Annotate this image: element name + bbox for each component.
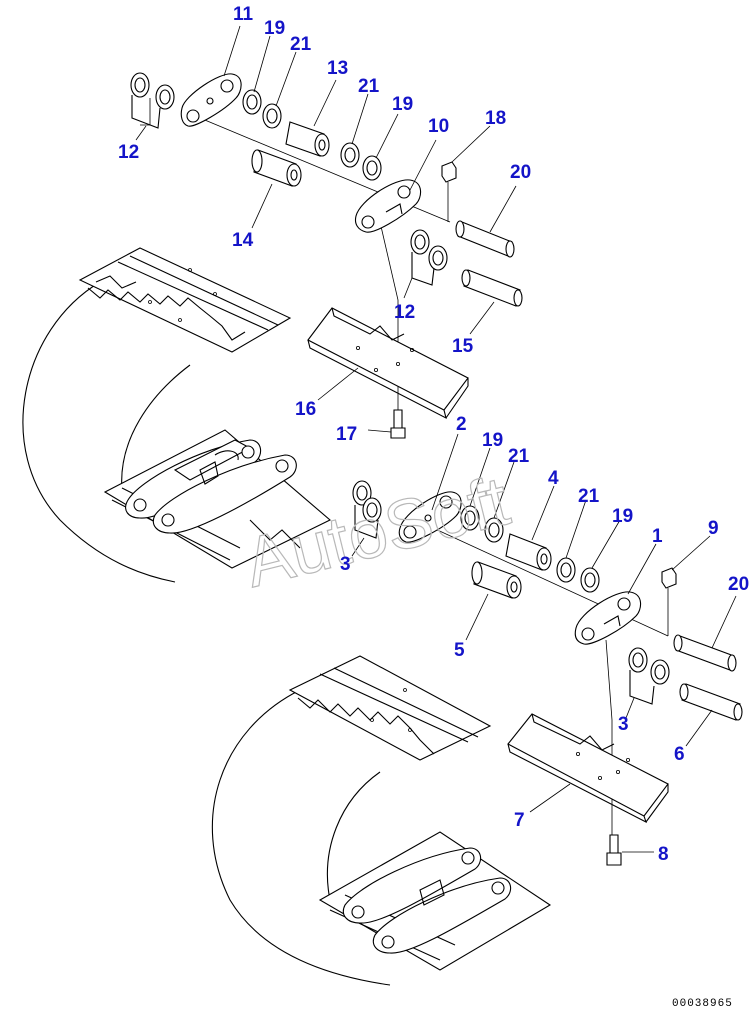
lower-track-assembly	[211, 655, 552, 986]
callout-11: 11	[233, 4, 254, 25]
callout-7: 7	[514, 810, 525, 831]
callout-numbers: 11 19 21 13 21 19 10 18 20 12 14 12 15 1…	[118, 4, 749, 865]
callout-14: 14	[232, 230, 254, 251]
callout-4: 4	[548, 468, 559, 489]
callout-6: 6	[674, 744, 685, 765]
callout-8: 8	[658, 844, 669, 865]
seal-part	[130, 72, 175, 129]
callout-16: 16	[295, 399, 316, 420]
callout-2: 2	[456, 414, 467, 435]
upper-track-assembly	[22, 247, 331, 583]
leader-lines	[135, 25, 737, 853]
callout-20: 20	[510, 162, 531, 183]
callout-12: 12	[394, 302, 415, 323]
callout-10: 10	[428, 116, 449, 137]
callout-19: 19	[264, 18, 285, 39]
callout-13: 13	[327, 58, 348, 79]
callout-19: 19	[392, 94, 413, 115]
callout-3: 3	[340, 554, 351, 575]
link-part	[180, 73, 242, 127]
callout-19: 19	[482, 430, 503, 451]
callout-21: 21	[358, 76, 380, 97]
upper-exploded-parts	[130, 72, 523, 439]
callout-12: 12	[118, 142, 139, 163]
callout-19: 19	[612, 506, 633, 527]
lower-exploded-parts	[352, 480, 743, 866]
link-part	[354, 179, 422, 233]
callout-5: 5	[454, 640, 465, 661]
drawing-number: 00038965	[672, 998, 733, 1010]
callout-20: 20	[728, 574, 749, 595]
callout-18: 18	[485, 108, 506, 129]
callout-9: 9	[708, 518, 719, 539]
callout-15: 15	[452, 336, 474, 357]
callout-21: 21	[578, 486, 600, 507]
callout-3: 3	[618, 714, 629, 735]
callout-17: 17	[336, 424, 357, 445]
callout-21: 21	[508, 446, 530, 467]
callout-21: 21	[290, 34, 312, 55]
callout-1: 1	[652, 526, 663, 547]
